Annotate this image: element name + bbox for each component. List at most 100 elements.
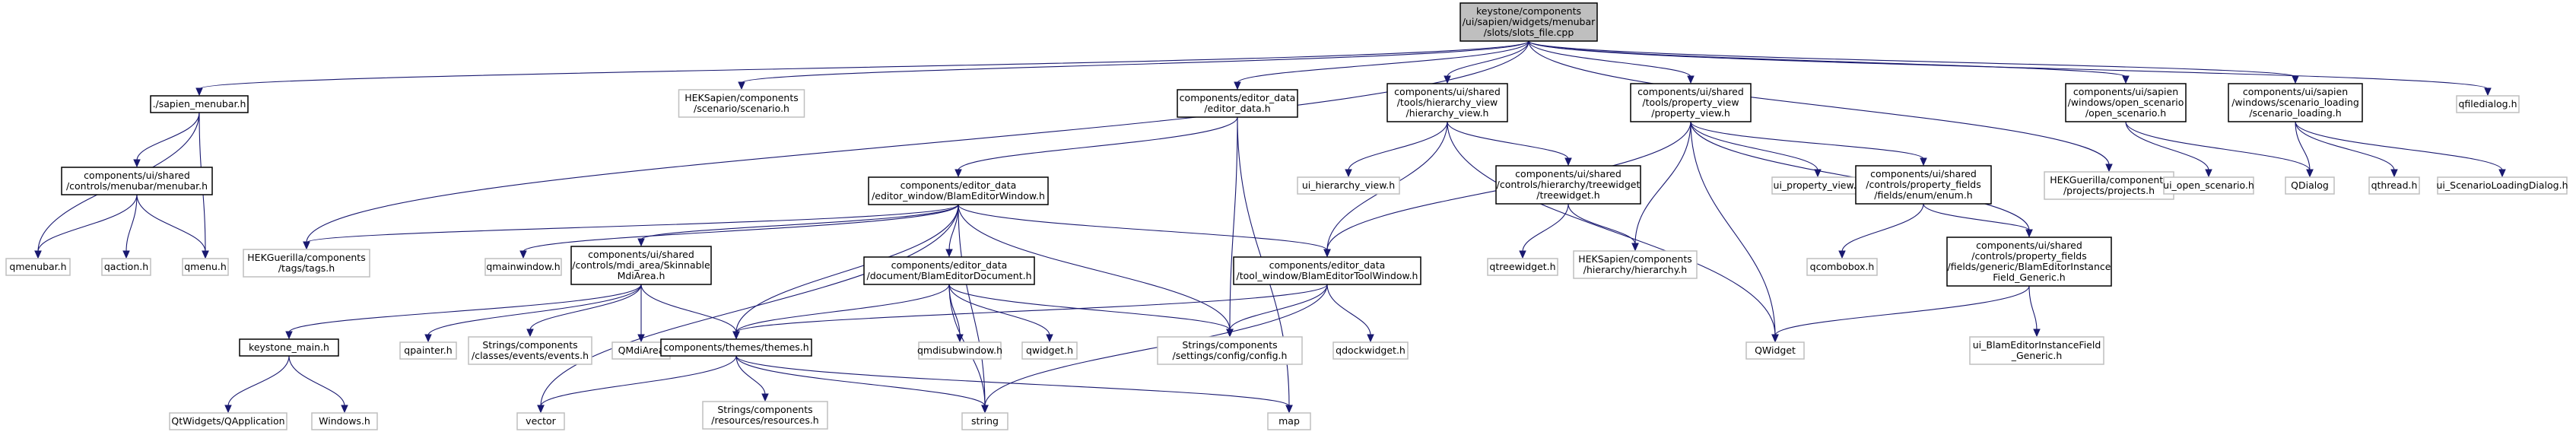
edge-line — [540, 355, 737, 407]
node-label-line: /slots/slots_file.cpp — [1484, 27, 1574, 38]
node-label-line: components/ui/shared — [1976, 240, 2082, 251]
node-label-line: qcombobox.h — [1810, 261, 1875, 272]
node-ui_menubar[interactable]: components/ui/shared/controls/menubar/me… — [61, 167, 213, 195]
node-qmdiarea: QMdiArea — [611, 341, 671, 360]
edge-sapien_menubar-to-ui_menubar — [133, 112, 200, 168]
node-label-line: /property_view.h — [1651, 107, 1730, 119]
node-hek_projects: HEKGuerilla/components/projects/projects… — [2044, 171, 2174, 200]
node-label-line: QWidget — [1755, 345, 1796, 356]
node-ui_scenario_loading: ui_ScenarioLoadingDialog.h — [2436, 176, 2568, 195]
node-label-line: qpainter.h — [404, 345, 452, 356]
edge-arrowhead — [1838, 250, 1846, 259]
node-hierarchy_view[interactable]: components/ui/shared/tools/hierarchy_vie… — [1386, 83, 1508, 122]
edge-root-to-hek_scenario — [738, 40, 1529, 90]
edge-line — [288, 355, 345, 407]
node-enum_h[interactable]: components/ui/shared/controls/property_f… — [1855, 165, 1992, 205]
node-sapien_menubar[interactable]: ./sapien_menubar.h — [150, 95, 249, 113]
edge-line — [948, 284, 1050, 336]
edge-arrowhead — [1046, 334, 1053, 343]
edge-line — [1528, 40, 1691, 78]
node-box — [182, 258, 229, 276]
node-label-line: /tools/hierarchy_view — [1397, 97, 1498, 108]
node-scenario_loading[interactable]: components/ui/sapien/windows/scenario_lo… — [2228, 83, 2363, 122]
node-label-line: _Generic.h — [2011, 350, 2063, 361]
edge-themes_h-to-string — [735, 355, 989, 414]
edge-property_view-to-ui_property — [1690, 121, 1822, 178]
node-box — [468, 336, 592, 365]
node-themes_h[interactable]: components/themes/themes.h — [660, 338, 812, 357]
node-label-line: components/ui/shared — [1870, 168, 1977, 179]
edge-editor_data-to-blam_window — [954, 116, 1238, 178]
edge-blam_window-to-tool_window — [958, 204, 1331, 258]
node-qfiledialog: qfiledialog.h — [2456, 95, 2520, 113]
edge-ui_menubar-to-qmenu — [136, 194, 209, 259]
node-box — [863, 256, 1035, 285]
edge-tool_window-to-qdockwidget — [1326, 284, 1374, 343]
edge-arrowhead — [2205, 169, 2212, 178]
edge-line — [1841, 203, 1924, 252]
edge-arrowhead — [537, 405, 545, 414]
node-box — [2044, 171, 2174, 200]
node-box — [399, 341, 457, 360]
edge-property_view-to-enum_h — [1690, 121, 1927, 167]
node-label-line: HEKSapien/components — [1578, 253, 1692, 265]
node-editor_data[interactable]: components/editor_data/editor_data.h — [1177, 89, 1298, 118]
node-box — [1573, 250, 1698, 279]
node-qcombobox: qcombobox.h — [1806, 258, 1878, 276]
node-box — [1460, 2, 1598, 42]
edge-arrowhead — [1285, 405, 1293, 414]
edge-root-to-editor_data — [1234, 40, 1529, 90]
edge-arrowhead — [637, 334, 645, 343]
edge-arrowhead — [2025, 229, 2033, 238]
node-root[interactable]: keystone/components/ui/sapien/widgets/me… — [1460, 2, 1598, 42]
node-mdi_area[interactable]: components/ui/shared/controls/mdi_area/S… — [570, 246, 712, 285]
edge-treewidget-to-qtreewidget — [1519, 203, 1569, 259]
node-label-line: ui_open_scenario.h — [2163, 179, 2254, 191]
node-box — [660, 338, 812, 357]
node-box — [868, 176, 1049, 205]
edge-themes_h-to-map — [735, 355, 1293, 414]
node-label-line: HEKGuerilla/components — [247, 252, 365, 263]
node-label-line: MdiArea.h — [618, 270, 665, 281]
edge-editor_data-to-config_h — [1226, 116, 1238, 338]
node-label-line: QMdiArea — [618, 345, 665, 356]
node-label-line: components/ui/shared — [588, 249, 694, 260]
node-blam_window[interactable]: components/editor_data/editor_window/Bla… — [868, 176, 1049, 205]
node-treewidget[interactable]: components/ui/shared/controls/hierarchy/… — [1495, 165, 1641, 205]
node-events_h: Strings/components/classes/events/events… — [468, 336, 592, 365]
node-box — [61, 167, 213, 195]
node-open_scenario[interactable]: components/ui/sapien/windows/open_scenar… — [2065, 83, 2187, 122]
node-property_view[interactable]: components/ui/shared/tools/property_view… — [1630, 83, 1752, 122]
node-label-line: qmainwindow.h — [486, 261, 560, 272]
node-blam_document[interactable]: components/editor_data/document/BlamEdit… — [863, 256, 1035, 285]
edge-arrowhead — [1345, 169, 1352, 178]
edge-arrowhead — [133, 159, 141, 168]
node-label-line: /tools/property_view — [1642, 97, 1739, 108]
edge-themes_h-to-vector — [537, 355, 737, 414]
node-tool_window[interactable]: components/editor_data/tool_window/BlamE… — [1233, 256, 1421, 285]
edge-enum_h-to-instance_field — [1923, 203, 2033, 238]
edge-arrowhead — [1234, 81, 1241, 90]
node-label-line: vector — [526, 415, 557, 427]
node-box — [1969, 336, 2104, 365]
node-qmenubar: qmenubar.h — [5, 258, 71, 276]
node-label-line: string — [971, 415, 999, 427]
edge-root-to-hek_tags — [303, 40, 1529, 250]
edge-line — [1447, 121, 1776, 336]
node-box — [1233, 256, 1421, 285]
edge-root-to-scenario_loading — [1528, 40, 2299, 84]
edge-arrowhead — [2122, 75, 2130, 84]
edge-line — [1237, 40, 1529, 84]
edge-line — [1348, 121, 1448, 171]
node-instance_field[interactable]: components/ui/shared/controls/property_f… — [1946, 237, 2112, 287]
edge-line — [948, 284, 1231, 331]
edge-line — [735, 355, 1290, 407]
node-label-line: components/ui/shared — [1515, 168, 1622, 179]
node-keystone_main[interactable]: keystone_main.h — [239, 338, 339, 357]
node-box — [570, 246, 712, 285]
edge-line — [227, 355, 290, 407]
edge-line — [1528, 40, 2110, 166]
edge-line — [529, 284, 642, 331]
edge-ui_menubar-to-qaction — [122, 194, 138, 259]
edge-layer — [34, 40, 2506, 414]
